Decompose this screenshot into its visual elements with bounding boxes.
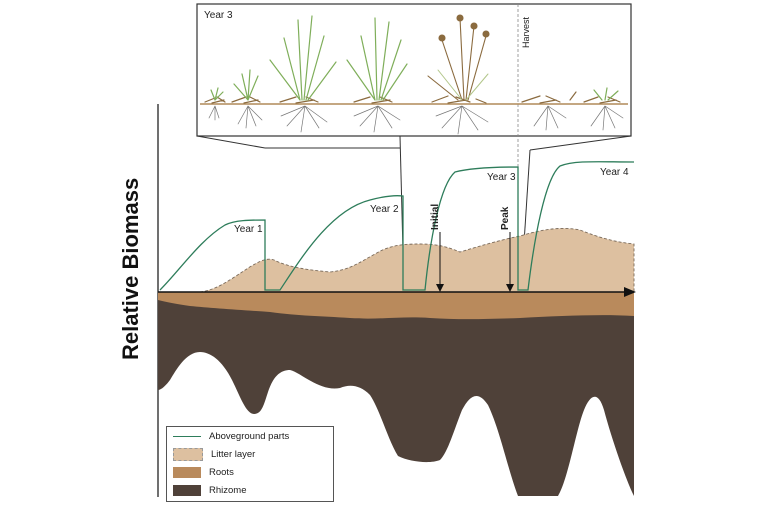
aboveground-curve — [159, 161, 635, 291]
legend-swatch-aboveground — [173, 435, 201, 437]
initial-arrowhead — [436, 284, 444, 292]
inset-title: Year 3 — [204, 10, 233, 21]
inset-box — [196, 3, 632, 137]
year-3-label: Year 3 — [487, 172, 516, 183]
peak-label: Peak — [500, 206, 511, 230]
roots-layer — [158, 292, 634, 320]
x-axis-arrowhead — [624, 287, 636, 297]
legend-swatch-roots — [173, 466, 201, 478]
legend-item-roots: Roots — [173, 463, 333, 481]
plant-illustrations — [204, 14, 624, 135]
litter-layer — [199, 227, 635, 293]
legend-label: Rhizome — [209, 484, 247, 496]
legend-item-aboveground: Aboveground parts — [173, 427, 333, 445]
legend-label: Roots — [209, 466, 234, 478]
legend-label: Litter layer — [211, 448, 256, 460]
y-axis-label: Relative Biomass — [118, 177, 143, 360]
peak-arrowhead — [506, 284, 514, 292]
year-1-label: Year 1 — [234, 224, 263, 235]
legend: Aboveground parts Litter layer Roots Rhi… — [166, 426, 334, 502]
legend-swatch-rhizome — [173, 484, 201, 496]
rhizome-layer — [158, 300, 634, 496]
legend-label: Aboveground parts — [209, 430, 290, 442]
year-2-label: Year 2 — [370, 204, 399, 215]
year-4-label: Year 4 — [600, 167, 629, 178]
legend-item-rhizome: Rhizome — [173, 481, 333, 499]
legend-swatch-litter — [173, 447, 203, 461]
initial-label: Initial — [430, 204, 441, 230]
legend-item-litter: Litter layer — [173, 445, 333, 463]
harvest-label: Harvest — [521, 16, 531, 48]
